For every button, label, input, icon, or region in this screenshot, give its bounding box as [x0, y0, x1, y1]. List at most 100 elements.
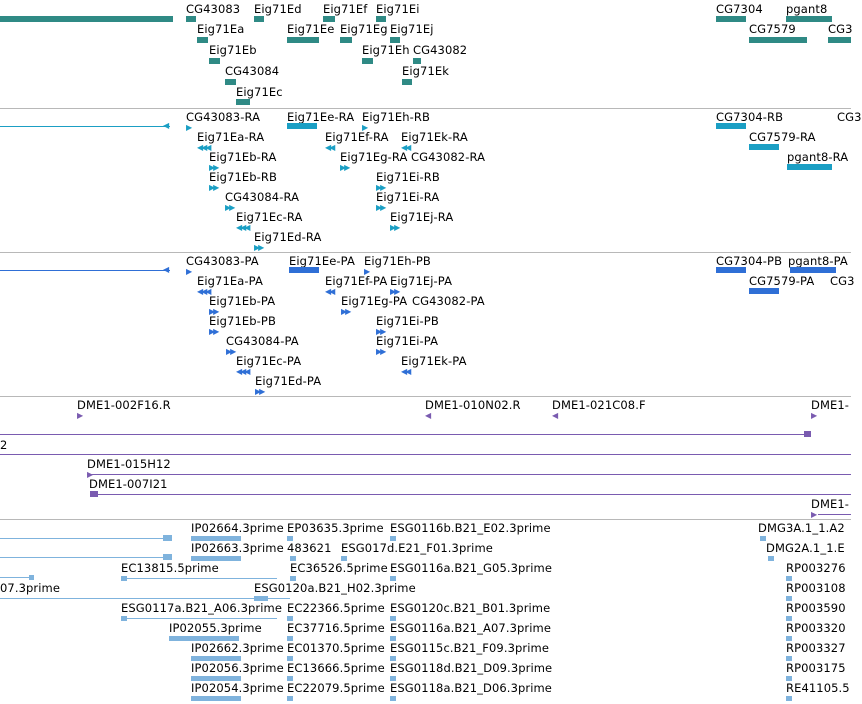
transcript-label[interactable]: Eig71Ea-RA	[197, 130, 265, 144]
est-label[interactable]: EC37716.5prime	[287, 621, 385, 635]
est-label[interactable]: IP02663.3prime	[191, 541, 284, 555]
protein-label[interactable]: Eig71Eb-PB	[209, 314, 276, 328]
est-glyph[interactable]	[786, 676, 792, 681]
gene-label[interactable]: Eig71Ea	[197, 22, 245, 36]
gene-glyph[interactable]	[287, 37, 319, 43]
protein-label[interactable]: Eig71Ef-PA	[325, 274, 388, 288]
est-glyph[interactable]	[786, 696, 792, 701]
gene-glyph[interactable]	[323, 16, 335, 22]
gene-label[interactable]: Eig71Ee	[287, 22, 335, 36]
est-label[interactable]: EC36526.5prime	[290, 561, 388, 575]
gene-glyph[interactable]	[749, 37, 807, 43]
est-label[interactable]: EP03635.3prime	[287, 521, 384, 535]
gene-glyph[interactable]	[828, 37, 851, 43]
transcript-label[interactable]: CG3	[837, 110, 862, 124]
gene-label[interactable]: pgant8	[786, 2, 828, 16]
gene-glyph[interactable]	[413, 58, 421, 64]
clone-label[interactable]: DME1-010N02.R	[425, 398, 521, 412]
gene-glyph[interactable]	[362, 58, 373, 64]
est-line[interactable]	[127, 578, 277, 579]
est-label[interactable]: RP003108	[786, 581, 846, 595]
est-glyph[interactable]	[390, 616, 396, 621]
est-label[interactable]: ESG0116a.B21_A07.3prime	[390, 621, 551, 635]
est-line[interactable]	[0, 598, 290, 599]
est-glyph[interactable]	[390, 676, 396, 681]
gene-label[interactable]: Eig71Ed	[254, 2, 302, 16]
clone-label[interactable]: DME1-002F16.R	[77, 398, 171, 412]
est-label[interactable]: ESG0120c.B21_B01.3prime	[390, 601, 551, 615]
est-glyph[interactable]	[121, 616, 127, 621]
est-glyph[interactable]	[390, 636, 396, 641]
clone-line[interactable]	[0, 454, 851, 455]
gene-label[interactable]: CG43082	[413, 43, 468, 57]
est-label[interactable]: RP003276	[786, 561, 846, 575]
est-label[interactable]: EC01370.5prime	[287, 641, 385, 655]
gene-label[interactable]: Eig71Ei	[376, 2, 420, 16]
est-glyph[interactable]	[786, 616, 792, 621]
est-glyph[interactable]	[786, 576, 792, 581]
protein-label[interactable]: CG7304-PB	[716, 254, 783, 268]
est-glyph[interactable]	[169, 636, 239, 641]
gene-glyph[interactable]	[402, 79, 412, 85]
protein-label[interactable]: pgant8-PA	[788, 254, 848, 268]
est-label[interactable]: EC22079.5prime	[287, 681, 385, 695]
protein-label[interactable]: Eig71Ei-PA	[376, 334, 439, 348]
est-glyph[interactable]	[786, 656, 792, 661]
clone-label[interactable]: 2	[0, 438, 8, 452]
est-line[interactable]	[0, 577, 34, 578]
est-glyph[interactable]	[786, 636, 792, 641]
protein-glyph[interactable]	[716, 267, 746, 273]
est-glyph[interactable]	[287, 676, 293, 681]
clone-label[interactable]: DME1-007I21	[89, 477, 168, 491]
protein-line[interactable]	[0, 270, 170, 271]
transcript-label[interactable]: Eig71Eb-RA	[209, 150, 277, 164]
est-line[interactable]	[0, 557, 170, 558]
est-glyph[interactable]	[163, 535, 172, 541]
est-glyph[interactable]	[390, 696, 396, 701]
est-label[interactable]: IP02055.3prime	[169, 621, 262, 635]
transcript-label[interactable]: Eig71Ef-RA	[325, 130, 389, 144]
est-line[interactable]	[127, 618, 277, 619]
est-label[interactable]: RP003590	[786, 601, 846, 615]
transcript-label[interactable]: Eig71Ei-RB	[376, 170, 440, 184]
transcript-label[interactable]: CG7304-RB	[716, 110, 784, 124]
transcript-glyph[interactable]	[287, 123, 317, 129]
est-label[interactable]: IP02056.3prime	[191, 661, 284, 675]
protein-glyph[interactable]	[289, 267, 319, 273]
gene-glyph[interactable]	[254, 16, 264, 22]
protein-label[interactable]: Eig71Ed-PA	[255, 374, 322, 388]
protein-label[interactable]: Eig71Ek-PA	[401, 354, 467, 368]
gene-glyph[interactable]	[376, 16, 386, 22]
est-label[interactable]: ESG0118a.B21_D06.3prime	[390, 681, 552, 695]
est-line[interactable]	[0, 538, 170, 539]
est-glyph[interactable]	[287, 656, 293, 661]
protein-label[interactable]: CG43083-PA	[186, 254, 259, 268]
gene-label[interactable]: Eig71Eg	[340, 22, 388, 36]
transcript-glyph[interactable]	[749, 144, 779, 150]
gene-label[interactable]: CG7579	[749, 22, 796, 36]
est-glyph[interactable]	[768, 556, 774, 561]
est-label[interactable]: ESG0116b.B21_E02.3prime	[390, 521, 551, 535]
gene-label[interactable]: Eig71Ej	[390, 22, 434, 36]
gene-glyph[interactable]	[340, 37, 352, 43]
est-glyph[interactable]	[287, 536, 293, 541]
est-label[interactable]: IP02054.3prime	[191, 681, 284, 695]
est-glyph[interactable]	[341, 556, 347, 561]
transcript-label[interactable]: Eig71Ed-RA	[254, 230, 322, 244]
transcript-glyph[interactable]	[716, 123, 746, 129]
est-glyph[interactable]	[786, 596, 792, 601]
est-glyph[interactable]	[287, 636, 293, 641]
est-label[interactable]: DMG3A.1_1.A2	[758, 521, 845, 535]
gene-label[interactable]: CG3	[828, 22, 853, 36]
est-label[interactable]: EC22366.5prime	[287, 601, 385, 615]
transcript-label[interactable]: Eig71Eb-RB	[209, 170, 277, 184]
est-glyph[interactable]	[191, 556, 241, 561]
protein-glyph[interactable]	[790, 267, 836, 273]
gene-glyph[interactable]	[186, 16, 196, 22]
clone-label[interactable]: DME1-	[811, 398, 850, 412]
est-label[interactable]: ESG0115c.B21_F09.3prime	[390, 641, 550, 655]
gene-glyph[interactable]	[236, 99, 250, 105]
transcript-label[interactable]: Eig71Ej-RA	[390, 210, 454, 224]
est-glyph[interactable]	[163, 554, 172, 560]
transcript-label[interactable]: CG43082-RA	[411, 150, 486, 164]
